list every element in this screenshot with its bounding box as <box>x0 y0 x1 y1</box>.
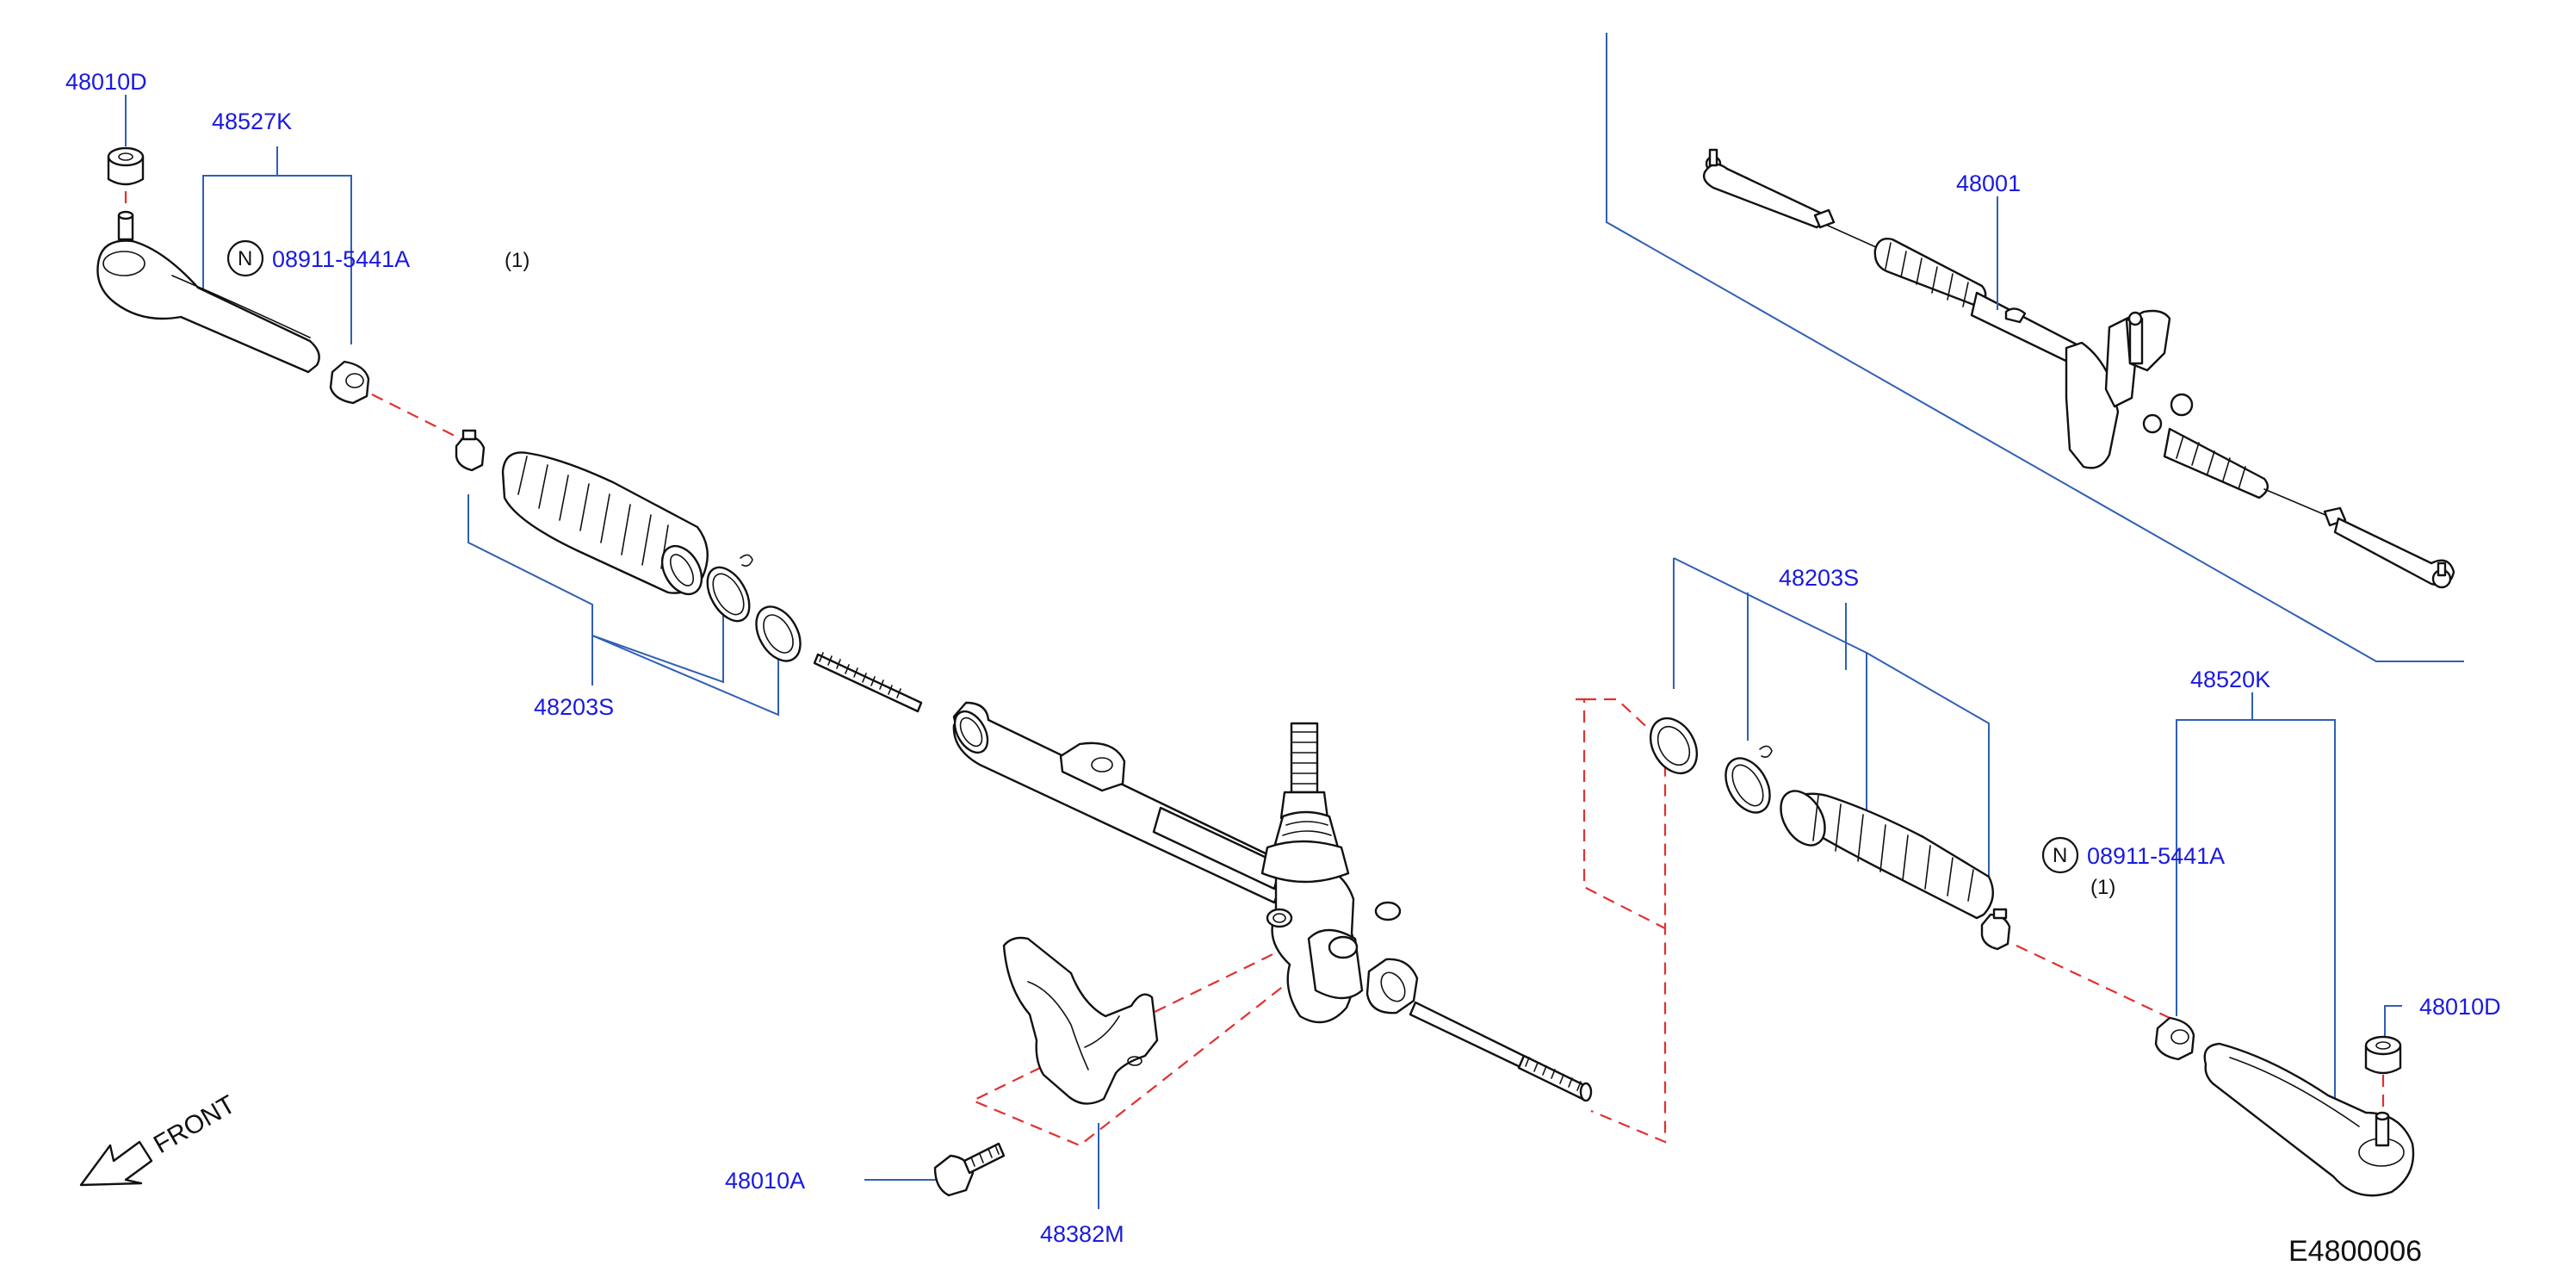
label-48527k: 48527K <box>212 109 292 134</box>
left-collar-illustration <box>329 360 370 405</box>
left-tie-rod-end-illustration <box>96 210 320 374</box>
right-collar-illustration <box>2154 1016 2195 1061</box>
n-symbol-right-text: N <box>2053 844 2067 867</box>
quantity-left: (1) <box>505 249 529 272</box>
n-symbol-right-icon <box>2041 836 2079 874</box>
label-48203s-right: 48203S <box>1779 565 1859 591</box>
label-48010a: 48010A <box>725 1168 805 1194</box>
front-direction-arrow-icon <box>79 1140 153 1187</box>
assembly-inset-frame <box>1606 33 2464 662</box>
bracket-illustration <box>1002 936 1159 1105</box>
label-nut-note-right: 08911-5441A <box>2087 843 2225 869</box>
n-symbol-left-text: N <box>238 247 252 270</box>
label-nut-note-left: 08911-5441A <box>272 246 410 272</box>
front-label: FRONT <box>149 1090 240 1159</box>
left-boot-clamp-illustration <box>706 554 753 623</box>
label-48001: 48001 <box>1956 171 2021 196</box>
right-boot-clamp-illustration <box>1725 745 1773 814</box>
label-48010d-right: 48010D <box>2419 994 2501 1020</box>
left-boot-illustration <box>501 451 709 596</box>
rack-illustration <box>813 652 1593 1102</box>
n-symbol-left-icon <box>226 239 264 277</box>
leader-lines <box>125 95 2402 1209</box>
right-boot-band-illustration <box>1649 717 1699 774</box>
left-nut-illustration <box>107 146 145 186</box>
label-48203s-left: 48203S <box>534 694 614 720</box>
quantity-right: (1) <box>2090 876 2115 899</box>
left-clip-illustration <box>455 429 486 472</box>
right-boot-illustration <box>1780 790 1994 920</box>
bolt-illustration <box>933 1142 1006 1197</box>
gear-assembly-inset-illustration <box>1702 148 2455 589</box>
right-clip-illustration <box>1980 908 2011 951</box>
right-nut-illustration <box>2364 1035 2402 1075</box>
label-48382m: 48382M <box>1040 1221 1124 1247</box>
illustration-code: E4800006 <box>2288 1235 2422 1268</box>
left-boot-band-illustration <box>755 605 802 662</box>
right-tie-rod-end-illustration <box>2203 1042 2415 1197</box>
label-48520k: 48520K <box>2190 667 2270 692</box>
label-48010d-left: 48010D <box>65 69 147 95</box>
